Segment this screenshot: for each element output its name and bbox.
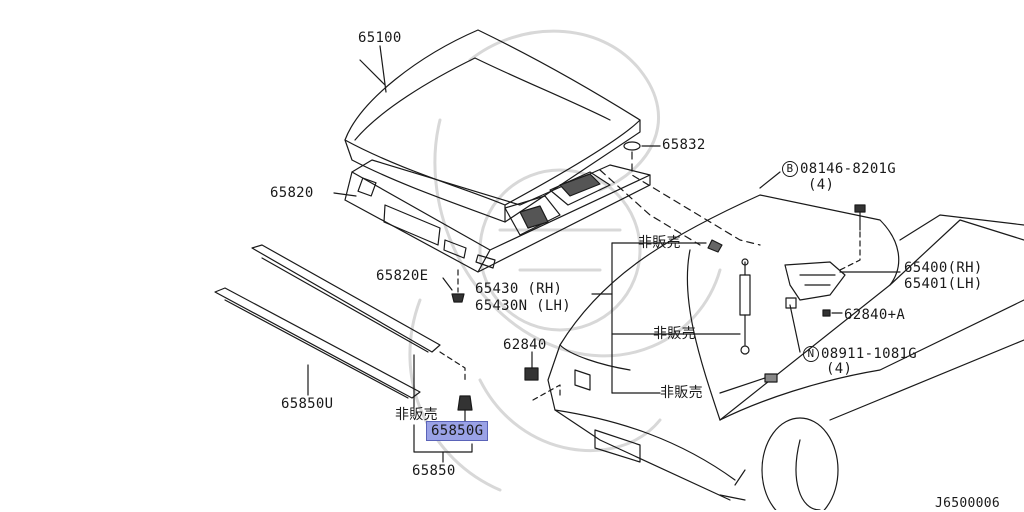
seal-lower-drawing <box>214 287 421 399</box>
diagram-code: J6500006 <box>935 496 1001 511</box>
seal-upper-drawing <box>251 244 441 353</box>
label-stay-lh[interactable]: 65430N (LH) <box>475 298 572 314</box>
label-hinge-rh[interactable]: 65400(RH) <box>904 260 983 276</box>
gas-stay-drawing <box>707 239 778 383</box>
label-not-for-sale-4: 非販売 <box>395 407 438 423</box>
label-not-for-sale-1: 非販売 <box>638 235 681 251</box>
label-seal-upper[interactable]: 65850U <box>281 396 334 412</box>
hinge-drawing <box>784 261 846 317</box>
label-hood-bumper[interactable]: 65832 <box>662 137 706 153</box>
nut-marker: N <box>803 346 819 362</box>
label-clip-e[interactable]: 65820E <box>376 268 429 284</box>
label-nut-number: 08911-1081G <box>821 346 918 362</box>
label-seal-assy[interactable]: 65850 <box>412 463 456 479</box>
label-nut-qty: (4) <box>826 361 853 377</box>
label-seal-clip-g[interactable]: 65850G <box>426 421 489 441</box>
label-stay-rh[interactable]: 65430 (RH) <box>475 281 563 297</box>
leader-hood <box>379 45 387 93</box>
bumper-drawing <box>623 141 641 151</box>
label-not-for-sale-2: 非販売 <box>653 326 696 342</box>
car-body-drawing <box>532 194 1024 510</box>
label-nut-a[interactable]: 62840+A <box>844 307 906 323</box>
hood-insulator-drawing <box>344 159 651 273</box>
label-hood[interactable]: 65100 <box>358 30 402 46</box>
leader-insulator <box>333 192 357 197</box>
label-hinge-lh[interactable]: 65401(LH) <box>904 276 983 292</box>
label-bumper-rubber[interactable]: 62840 <box>503 337 547 353</box>
label-not-for-sale-3: 非販売 <box>660 385 703 401</box>
label-bolt-number: 08146-8201G <box>800 161 897 177</box>
label-hood-insulator[interactable]: 65820 <box>270 185 314 201</box>
label-bolt-qty: (4) <box>808 177 835 193</box>
bolt-marker: B <box>782 161 798 177</box>
